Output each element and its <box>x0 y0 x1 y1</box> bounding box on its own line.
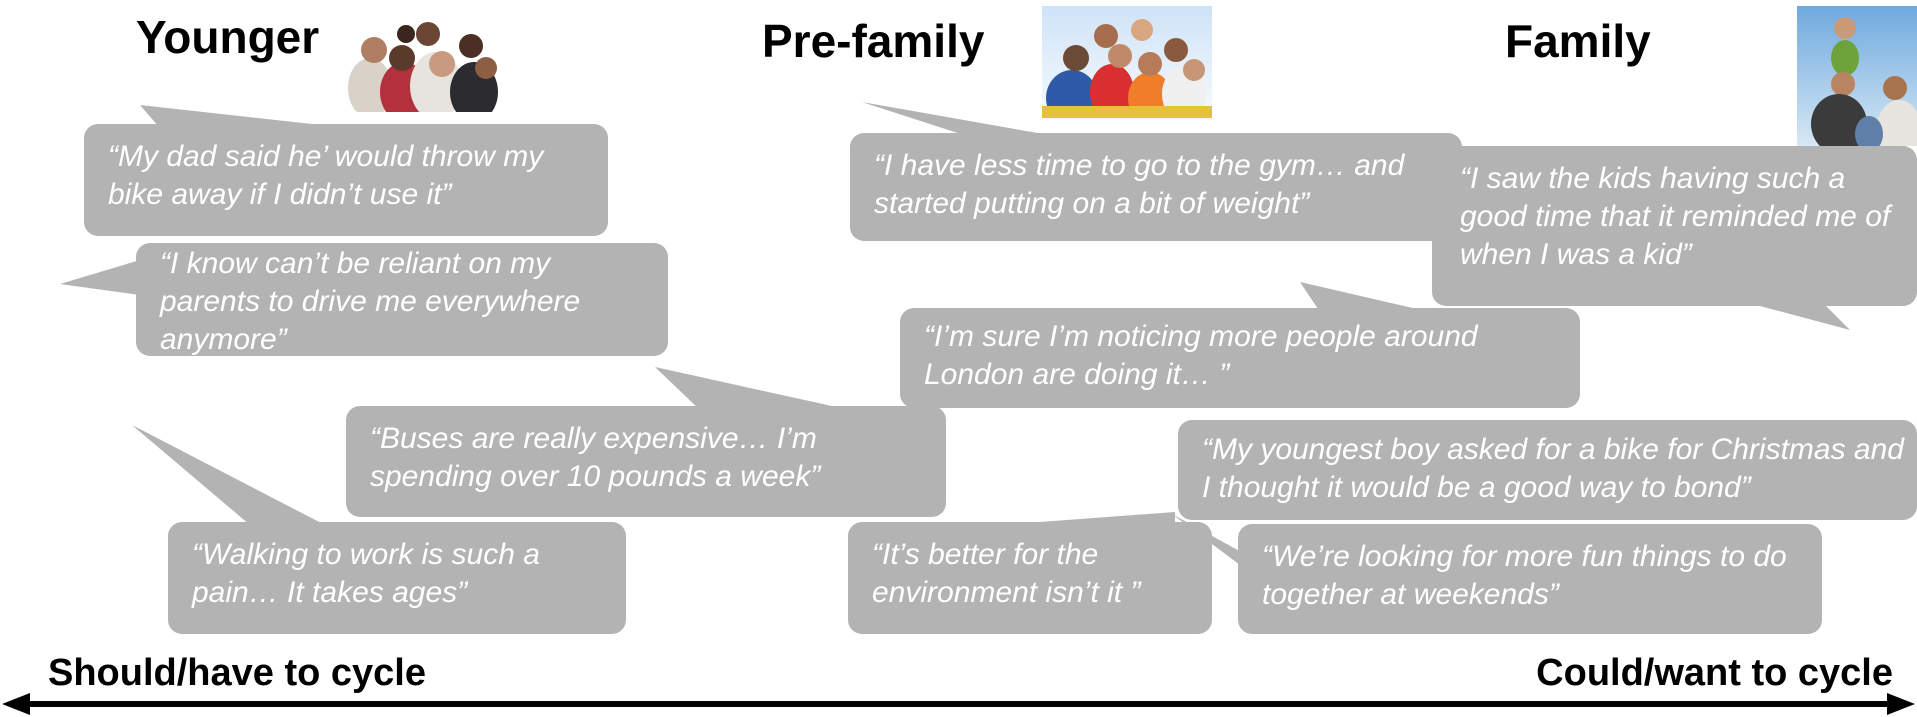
motivation-axis-arrow <box>2 693 1915 715</box>
quote-bubble-dad-bike: “My dad said he’ would throw my bike awa… <box>84 124 608 236</box>
tail-walking <box>132 425 325 525</box>
tail-noticing <box>1300 282 1430 312</box>
quote-bubble-reliant-parents: “I know can’t be reliant on my parents t… <box>136 243 668 356</box>
left-arrowhead-icon <box>2 693 30 715</box>
quote-bubble-noticing: “I’m sure I’m noticing more people aroun… <box>900 308 1580 408</box>
tail-gym <box>862 102 1060 137</box>
pre-family-group-photo <box>1042 6 1212 118</box>
quote-bubble-walking: “Walking to work is such a pain… It take… <box>168 522 626 634</box>
right-arrowhead-icon <box>1887 693 1915 715</box>
axis-label-could-want-to-cycle: Could/want to cycle <box>1536 652 1893 694</box>
stage-title-pre-family: Pre-family <box>762 15 985 67</box>
axis-label-should-have-to-cycle: Should/have to cycle <box>48 652 426 694</box>
stage-title-younger: Younger <box>136 11 320 63</box>
tail-environment <box>1040 512 1175 525</box>
tail-buses <box>655 367 850 410</box>
family-photo <box>1797 6 1917 146</box>
tail-reliant-parents <box>60 260 140 295</box>
younger-group-photo <box>346 6 506 112</box>
quote-bubble-kids: “I saw the kids having such a good time … <box>1432 146 1917 306</box>
stage-title-family: Family <box>1505 15 1651 67</box>
quote-bubble-environment: “It’s better for the environment isn’t i… <box>848 522 1212 634</box>
quote-bubble-youngest-boy: “My youngest boy asked for a bike for Ch… <box>1178 420 1917 520</box>
quote-bubble-fun-things: “We’re looking for more fun things to do… <box>1238 524 1822 634</box>
quote-bubble-buses: “Buses are really expensive… I’m spendin… <box>346 406 946 517</box>
quote-bubble-gym: “I have less time to go to the gym… and … <box>850 133 1462 241</box>
